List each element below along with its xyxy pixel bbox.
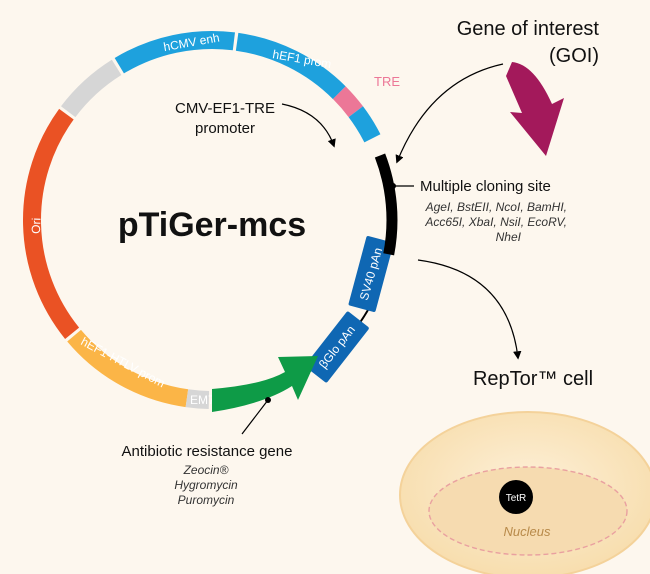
promoter-label-line2: promoter	[195, 120, 255, 137]
resistance-callout-line	[241, 399, 269, 435]
cell-title: RepTor™ cell	[473, 368, 593, 390]
nucleus	[428, 466, 628, 556]
plasmid-name: pTiGer-mcs	[118, 206, 306, 244]
segment-tre	[332, 86, 363, 118]
mcs-callout-dot	[390, 183, 396, 189]
goi-insertion-arrow	[395, 63, 504, 164]
segment-blue-tail	[348, 106, 381, 143]
resistance-drug-3: Puromycin	[178, 493, 235, 507]
mcs-sites-line2: Acc65I, XbaI, NsiI, EcoRV,	[424, 215, 567, 229]
segment-label-ori: Ori	[29, 218, 44, 234]
sv40-pan-block: SV40 pAn	[348, 236, 394, 312]
promoter-label-line1: CMV-EF1-TRE	[175, 100, 275, 117]
bglo-pan-block: βGlo pAn	[305, 311, 369, 383]
mcs-arc	[374, 153, 398, 256]
segment-hef1-prom	[235, 32, 346, 100]
goi-arrow	[506, 62, 564, 156]
segment-hef1-htlv-prom	[67, 329, 189, 408]
mcs-sites-line3: NheI	[496, 230, 522, 244]
cell-arrow	[417, 259, 522, 360]
segment-label-tre: TRE	[374, 74, 400, 89]
segment-label-em7: EM7	[190, 393, 215, 407]
resistance-gene-arrow	[212, 356, 318, 412]
segment-em7	[185, 389, 210, 409]
tetr-protein	[499, 480, 533, 514]
resistance-drug-2: Hygromycin	[174, 478, 238, 492]
plasmid-ring	[23, 30, 381, 409]
resistance-callout-dot	[265, 397, 271, 403]
goi-title-line1: Gene of interest	[457, 18, 600, 40]
mcs-sites-line1: AgeI, BstEII, NcoI, BamHI,	[425, 200, 567, 214]
promoter-arrow	[281, 103, 336, 148]
segment-ori	[23, 108, 80, 339]
segment-hcmv-enh	[114, 30, 235, 74]
resistance-drug-1: Zeocin®	[183, 463, 229, 477]
segment-gray-top	[61, 59, 122, 118]
mcs-title: Multiple cloning site	[420, 178, 551, 195]
tetr-label: TetR	[506, 493, 527, 504]
resistance-title: Antibiotic resistance gene	[122, 443, 293, 460]
goi-title-line2: (GOI)	[549, 45, 599, 67]
nucleus-label: Nucleus	[504, 524, 551, 539]
segment-mcs	[374, 153, 398, 256]
